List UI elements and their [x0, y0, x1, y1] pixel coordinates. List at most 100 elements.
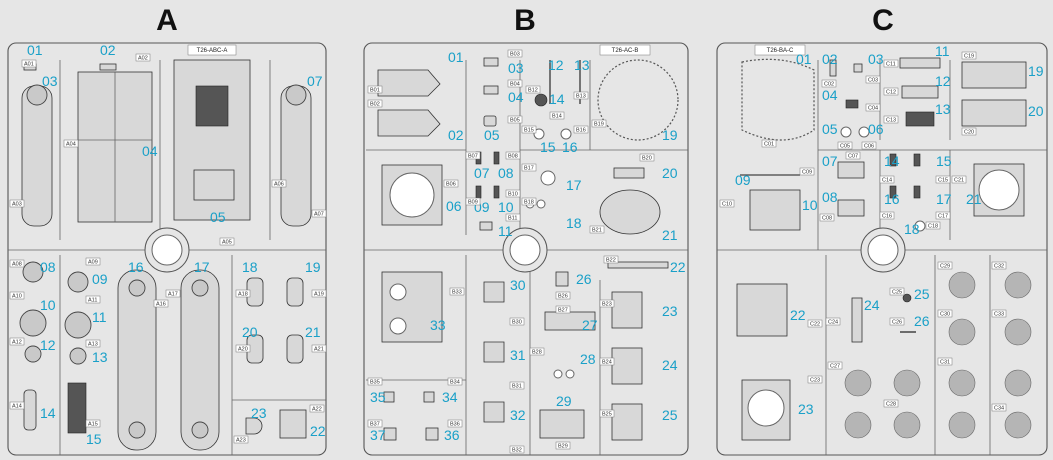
part-number-c14: 14 [884, 153, 900, 169]
code-b24: B24 [602, 360, 612, 366]
part-number-b03: 03 [508, 60, 524, 76]
part-number-b25: 25 [662, 407, 678, 423]
part-number-b34: 34 [442, 389, 458, 405]
code-a20: A20 [238, 347, 248, 353]
part-number-b11: 11 [498, 223, 513, 239]
part-number-b10: 10 [498, 199, 514, 215]
part-number-a01: 01 [27, 42, 43, 58]
part-number-b17: 17 [566, 177, 582, 193]
code-a09: A09 [88, 260, 98, 266]
part-number-c20: 20 [1028, 103, 1044, 119]
code-c31: C31 [940, 360, 950, 366]
code-c25: C25 [892, 290, 902, 296]
part-number-b31: 31 [510, 347, 526, 363]
part-number-b27: 27 [582, 317, 598, 333]
part-number-c26: 26 [914, 313, 930, 329]
part-number-a22: 22 [310, 423, 326, 439]
road-wheels [844, 271, 1032, 439]
code-a10: A10 [12, 294, 22, 300]
part-number-a08: 08 [40, 259, 56, 275]
code-b20: B20 [642, 156, 652, 162]
part-number-a02: 02 [100, 42, 116, 58]
part-number-a16: 16 [128, 259, 144, 275]
code-a04: A04 [66, 142, 76, 148]
part-number-c19: 19 [1028, 63, 1044, 79]
part-number-b32: 32 [510, 407, 526, 423]
part-number-c06: 06 [868, 121, 884, 137]
code-c21: C21 [954, 178, 964, 184]
code-c12: C12 [886, 90, 896, 96]
part-number-b35: 35 [370, 389, 386, 405]
part-number-b30: 30 [510, 277, 526, 293]
code-c32: C32 [994, 264, 1004, 270]
part-number-c25: 25 [914, 286, 930, 302]
part-number-c24: 24 [864, 297, 880, 313]
part-number-b24: 24 [662, 357, 678, 373]
code-a22: A22 [312, 407, 322, 413]
code-c19: C19 [964, 54, 974, 60]
code-b04: B04 [510, 82, 520, 88]
code-a19: A19 [314, 292, 324, 298]
part-number-b14: 14 [549, 91, 565, 107]
part-number-c01: 01 [796, 51, 812, 67]
code-a01: A01 [24, 62, 34, 68]
code-b28: B28 [532, 350, 542, 356]
code-a15: A15 [88, 422, 98, 428]
code-b25: B25 [602, 412, 612, 418]
code-b17: B17 [524, 166, 534, 172]
code-b23: B23 [602, 302, 612, 308]
part-number-a23: 23 [251, 405, 267, 421]
sprue-letter-b: B [514, 4, 536, 37]
part-number-c17: 17 [936, 191, 952, 207]
code-c01: C01 [764, 142, 774, 148]
sprue-c-codes: C01 C02 C03 C04 C05 C06 C07 C08 C09 C10 … [719, 51, 1007, 412]
part-number-a11: 11 [92, 309, 107, 325]
part-number-c23: 23 [798, 401, 814, 417]
code-b03: B03 [510, 52, 520, 58]
code-c34: C34 [994, 406, 1004, 412]
code-c03: C03 [868, 78, 878, 84]
part-number-b08: 08 [498, 165, 514, 181]
code-b18: B18 [524, 200, 534, 206]
code-c18: C18 [928, 224, 938, 230]
code-c30: C30 [940, 312, 950, 318]
code-c08: C08 [822, 216, 832, 222]
part-number-a10: 10 [40, 297, 56, 313]
sprue-letter-c: C [872, 4, 894, 37]
code-a23: A23 [236, 438, 246, 444]
code-a03: A03 [12, 202, 22, 208]
code-b09: B09 [468, 200, 478, 206]
part-number-c04: 04 [822, 87, 838, 103]
part-number-a18: 18 [242, 259, 258, 275]
part-number-b15: 15 [540, 139, 556, 155]
code-c04: C04 [868, 106, 878, 112]
code-c23: C23 [810, 378, 820, 384]
part-number-a12: 12 [40, 337, 56, 353]
code-c11: C11 [886, 62, 896, 68]
code-c06: C06 [864, 144, 874, 150]
part-number-b36: 36 [444, 427, 460, 443]
code-b13: B13 [576, 94, 586, 100]
code-a12: A12 [12, 340, 22, 346]
code-c17: C17 [938, 214, 948, 220]
sprue-a: A T26-ABC-A [7, 4, 327, 456]
code-a08: A08 [12, 262, 22, 268]
sprue-letter-a: A [156, 4, 178, 37]
part-number-b20: 20 [662, 165, 678, 181]
code-c14: C14 [882, 178, 892, 184]
code-b16: B16 [576, 128, 586, 134]
code-a05: A05 [222, 240, 232, 246]
part-number-c07: 07 [822, 153, 838, 169]
part-number-b18: 18 [566, 215, 582, 231]
part-number-c11: 11 [935, 43, 950, 59]
part-number-b07: 07 [474, 165, 490, 181]
part-number-b12: 12 [548, 57, 564, 73]
part-number-b37: 37 [370, 427, 386, 443]
code-b27: B27 [558, 308, 568, 314]
sprue-b-header: T26-AC-B [612, 48, 639, 54]
code-c13: C13 [886, 118, 896, 124]
code-a06: A06 [274, 182, 284, 188]
code-a13: A13 [88, 342, 98, 348]
